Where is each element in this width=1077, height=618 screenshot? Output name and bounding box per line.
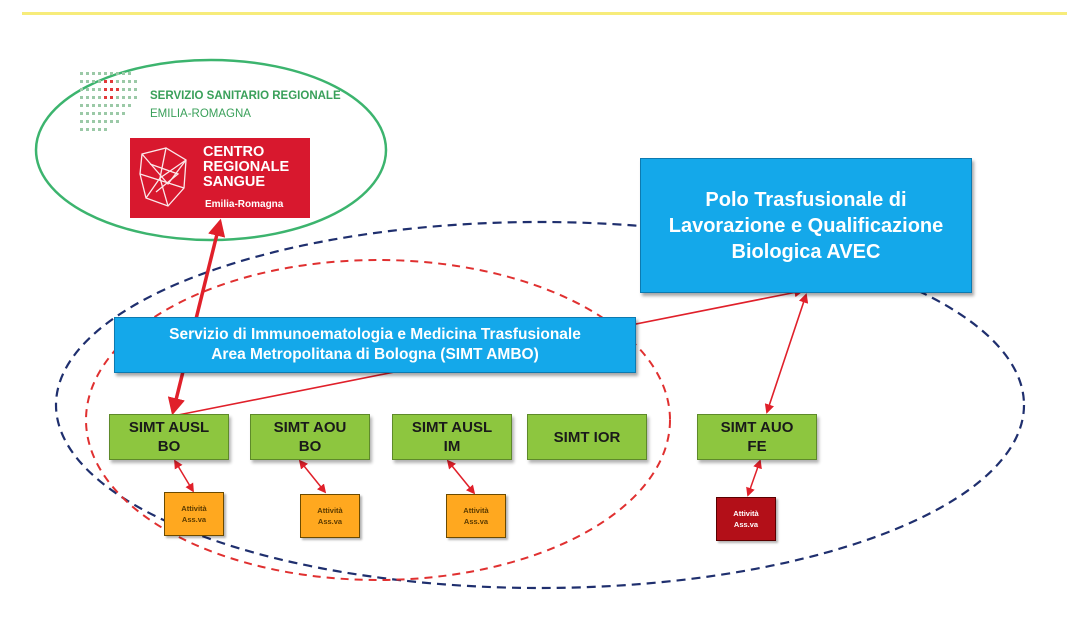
activity-box-auo-fe: Attività Ass.va (716, 497, 776, 541)
ssr-logo-line2: EMILIA-ROMAGNA (150, 108, 251, 120)
activity-label-line1: Attività (317, 506, 343, 515)
crs-logo-region: Emilia-Romagna (205, 199, 284, 210)
simt-ausl-bo-box: SIMT AUSL BO (109, 414, 229, 460)
simt-aou-bo-box: SIMT AOU BO (250, 414, 370, 460)
crs-logo-line1: CENTRO (203, 144, 265, 160)
arrow-ausl-im-activity (446, 459, 476, 495)
simt-ambo-line2: Area Metropolitana di Bologna (SIMT AMBO… (211, 346, 539, 363)
activity-box-ausl-im: Attività Ass.va (446, 494, 506, 538)
simt-auo-fe-box: SIMT AUO FE (697, 414, 817, 460)
activity-box-aou-bo: Attività Ass.va (300, 494, 360, 538)
unit-label-line1: SIMT AUO (720, 419, 794, 436)
polo-trasfusionale-box: Polo Trasfusionale di Lavorazione e Qual… (640, 158, 972, 293)
crs-logo: CENTRO REGIONALE SANGUE Emilia-Romagna (130, 138, 310, 218)
simt-ambo-line1: Servizio di Immunoematologia e Medicina … (169, 326, 581, 343)
crs-logo-title: CENTRO REGIONALE SANGUE (203, 145, 289, 190)
unit-label-line1: SIMT AUSL (128, 419, 210, 436)
arrow-auo-fe-polo (764, 293, 809, 414)
simt-ausl-im-box: SIMT AUSL IM (392, 414, 512, 460)
crs-logo-line2: REGIONALE (203, 159, 290, 175)
unit-label-line2: IM (443, 438, 461, 455)
network-dashed-ellipse (54, 220, 1026, 590)
unit-label-line1: SIMT AUSL (411, 419, 493, 436)
activity-label-line2: Ass.va (733, 520, 759, 529)
activity-box-ausl-bo: Attività Ass.va (164, 492, 224, 536)
unit-label-line2: BO (157, 438, 181, 455)
simt-ambo-box: Servizio di Immunoematologia e Medicina … (114, 317, 636, 373)
arrow-auo-fe-activity (746, 459, 762, 497)
unit-label-line1: SIMT AOU (273, 419, 347, 436)
ssr-logo-line1: SERVIZIO SANITARIO REGIONALE (150, 90, 341, 102)
ambo-dashed-ellipse (85, 259, 671, 581)
unit-label-line2: FE (747, 438, 767, 455)
polo-trasfusionale-label: Polo Trasfusionale di Lavorazione e Qual… (668, 188, 944, 263)
top-divider-line (22, 12, 1067, 15)
arrow-ausl-bo-activity (174, 459, 194, 493)
activity-label-line2: Ass.va (317, 517, 343, 526)
arrow-aou-bo-activity (298, 459, 327, 494)
activity-label-line1: Attività (733, 509, 759, 518)
activity-label-line1: Attività (463, 506, 489, 515)
unit-label-line1: SIMT IOR (553, 428, 621, 446)
activity-label-line1: Attività (181, 504, 207, 513)
ssr-logo-text: SERVIZIO SANITARIO REGIONALE EMILIA-ROMA… (150, 87, 341, 123)
ssr-dots-logo-icon (80, 72, 137, 131)
activity-label-line2: Ass.va (463, 517, 489, 526)
crs-network-emblem-icon (139, 147, 187, 207)
unit-label-line2: BO (298, 438, 322, 455)
simt-ior-box: SIMT IOR (527, 414, 647, 460)
crs-logo-line3: SANGUE (203, 174, 266, 190)
activity-label-line2: Ass.va (181, 515, 207, 524)
